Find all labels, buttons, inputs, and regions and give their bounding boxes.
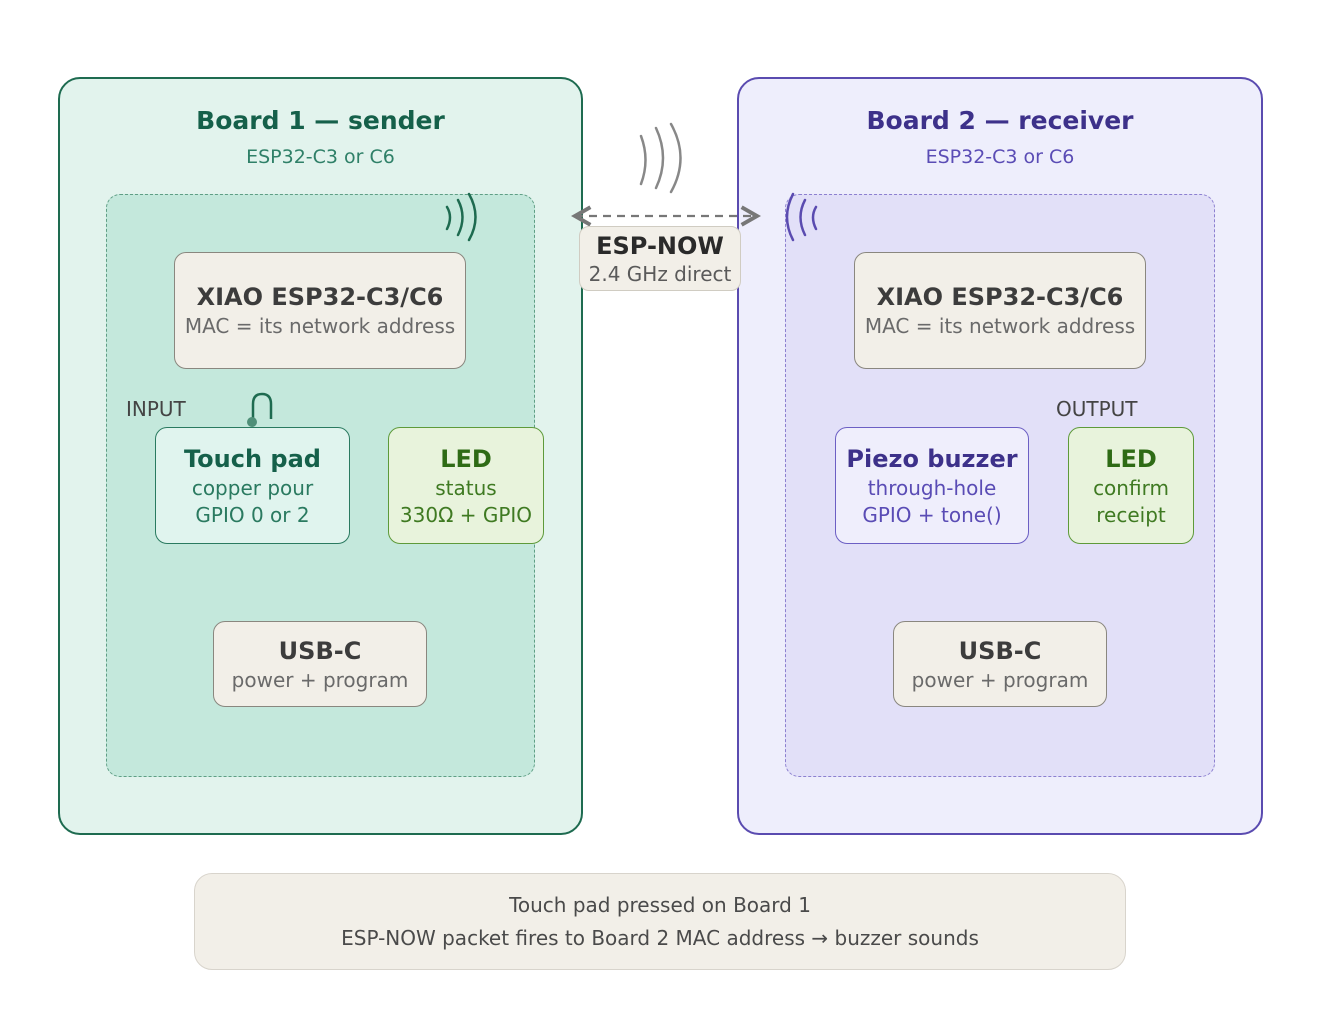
board-1-antenna-icon [445,192,477,242]
touch-contact-dot [247,417,257,427]
board-2-subtitle: ESP32-C3 or C6 [925,146,1075,168]
caption-line-2: ESP-NOW packet fires to Board 2 MAC addr… [341,925,979,950]
board-2-led-line2: receipt [1096,502,1166,527]
touch-pad-line1: copper pour [191,475,314,500]
board-2-led-line1: confirm [1093,475,1169,500]
board-1-led-line2: 330Ω + GPIO [399,502,533,527]
piezo-title: Piezo buzzer [846,444,1018,473]
board-1-subtitle: ESP32-C3 or C6 [246,146,395,168]
esp-now-title: ESP-NOW [596,231,724,260]
board-1-usb-title: USB-C [278,636,362,665]
board-2-title: Board 2 — receiver [866,106,1134,135]
caption-box: Touch pad pressed on Board 1 ESP-NOW pac… [194,873,1126,970]
board-1-usb-subtitle: power + program [231,667,409,692]
board-1-mcu-subtitle: MAC = its network address [184,314,456,338]
board-1-usb-c: USB-C power + program [213,621,427,707]
touch-pad-title: Touch pad [184,444,321,473]
board-2-usb-c: USB-C power + program [893,621,1107,707]
touch-pad-line2: GPIO 0 or 2 [195,502,310,527]
piezo-line1: through-hole [867,475,997,500]
board-1-mcu-title: XIAO ESP32-C3/C6 [196,283,444,311]
touch-electrode-icon [251,392,273,419]
board-1-led: LED status 330Ω + GPIO [388,427,544,544]
piezo-line2: GPIO + tone() [862,502,1002,527]
board-1-title: Board 1 — sender [196,106,445,135]
board-1-mcu: XIAO ESP32-C3/C6 MAC = its network addre… [174,252,466,369]
board-1-led-line1: status [435,475,497,500]
piezo-buzzer: Piezo buzzer through-hole GPIO + tone() [835,427,1029,544]
radio-waves-icon [639,122,682,194]
board-2-antenna-icon [785,192,818,242]
touch-pad: Touch pad copper pour GPIO 0 or 2 [155,427,350,544]
board-2-led-title: LED [1105,444,1157,473]
board-2-mcu-subtitle: MAC = its network address [864,314,1136,338]
input-label: INPUT [126,397,186,421]
output-label: OUTPUT [1056,397,1138,421]
board-2-mcu: XIAO ESP32-C3/C6 MAC = its network addre… [854,252,1146,369]
board-2-usb-title: USB-C [958,636,1042,665]
esp-now-label: ESP-NOW 2.4 GHz direct [579,226,741,291]
caption-line-1: Touch pad pressed on Board 1 [509,892,811,917]
board-2-led: LED confirm receipt [1068,427,1194,544]
board-2-usb-subtitle: power + program [911,667,1089,692]
board-2-mcu-title: XIAO ESP32-C3/C6 [876,283,1124,311]
board-1-led-title: LED [440,444,492,473]
esp-now-subtitle: 2.4 GHz direct [588,261,732,286]
